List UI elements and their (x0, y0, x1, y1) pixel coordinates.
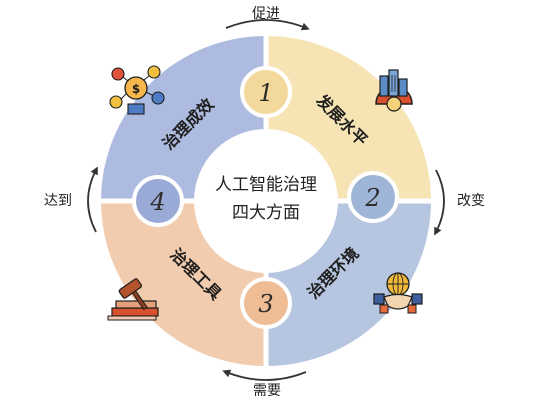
results-network-icon: $ (109, 65, 165, 115)
transition-label-right: 改变 (457, 193, 485, 209)
number-1: 1 (258, 79, 273, 107)
center-title-line1: 人工智能治理 (215, 175, 317, 195)
segment-development-level (266, 36, 431, 201)
number-4: 4 (149, 188, 165, 216)
handshake-globe-icon (373, 272, 423, 314)
arrow-bottom (222, 369, 307, 381)
number-2: 2 (364, 184, 380, 212)
gavel-books-icon (107, 278, 159, 321)
segment-governance-environment (266, 201, 431, 366)
center-title-line2: 四大方面 (232, 203, 300, 223)
number-badge-2: 2 (347, 171, 399, 223)
arrow-left (87, 166, 98, 233)
transition-label-left: 达到 (44, 193, 72, 209)
arrow-top (225, 19, 310, 31)
segment-governance-tools (101, 201, 266, 366)
transition-label-bottom: 需要 (253, 383, 281, 399)
center-disc (196, 131, 336, 271)
number-badge-4: 4 (132, 175, 184, 227)
city-gear-icon (375, 69, 413, 112)
number-3: 3 (258, 290, 273, 318)
svg-text:$: $ (132, 82, 140, 96)
number-badge-1: 1 (240, 66, 292, 118)
segment-governance-effectiveness (101, 36, 266, 201)
number-badge-3: 3 (240, 277, 292, 329)
arrow-right (434, 169, 445, 236)
transition-label-top: 促进 (252, 6, 280, 22)
